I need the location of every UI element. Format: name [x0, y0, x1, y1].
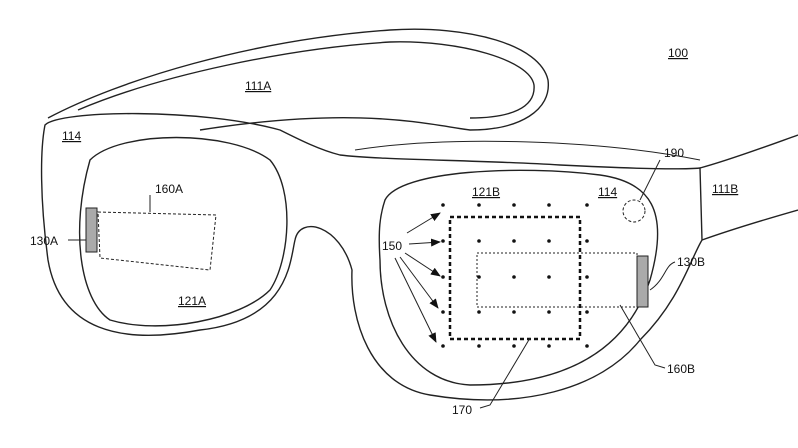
label-190: 190: [664, 146, 684, 160]
grid-dot: [547, 344, 551, 348]
grid-dot: [441, 344, 445, 348]
grid-dot: [477, 275, 481, 279]
grid-dot: [477, 344, 481, 348]
grid-dot: [441, 275, 445, 279]
grid-dot: [477, 203, 481, 207]
lens-right: [378, 169, 659, 386]
label-121b: 121B: [472, 185, 500, 199]
label-114-left: 114: [62, 129, 81, 143]
label-150: 150: [382, 239, 402, 253]
temple-right: [699, 134, 798, 241]
lens-left: [78, 136, 288, 327]
grid-dot: [512, 310, 516, 314]
grid-dot: [547, 275, 551, 279]
grid-dot: [585, 203, 589, 207]
label-111a: 111A: [245, 79, 271, 93]
label-130b: 130B: [677, 255, 705, 269]
grid-dot: [585, 310, 589, 314]
grid-dot: [585, 275, 589, 279]
grid-dot: [512, 275, 516, 279]
grid-dot: [441, 239, 445, 243]
grid-dot: [441, 310, 445, 314]
grid-dot: [585, 344, 589, 348]
display-160a: [97, 211, 217, 271]
grid-dot: [547, 239, 551, 243]
frame-front: [40, 112, 703, 401]
label-130a: 130A: [30, 234, 58, 248]
grid-dot: [512, 344, 516, 348]
figure-label: 100: [668, 46, 688, 60]
grid-dot: [512, 203, 516, 207]
grid-dot: [547, 203, 551, 207]
sensor-190: [622, 199, 646, 223]
label-114-right: 114: [598, 185, 617, 199]
grid-dot: [512, 239, 516, 243]
temple-left: [47, 28, 549, 131]
label-170: 170: [452, 403, 472, 417]
display-160b: [476, 252, 638, 308]
dot-grid: [441, 203, 589, 348]
projector-130a: [85, 207, 98, 253]
grid-dot: [441, 203, 445, 207]
projector-130b: [636, 255, 649, 308]
label-111b: 111B: [712, 182, 738, 196]
grid-dot: [547, 310, 551, 314]
label-121a: 121A: [178, 294, 206, 308]
label-160b: 160B: [667, 362, 695, 376]
grid-dot: [585, 239, 589, 243]
region-170: [448, 215, 582, 341]
label-160a: 160A: [155, 182, 183, 196]
grid-dot: [477, 239, 481, 243]
grid-dot: [477, 310, 481, 314]
